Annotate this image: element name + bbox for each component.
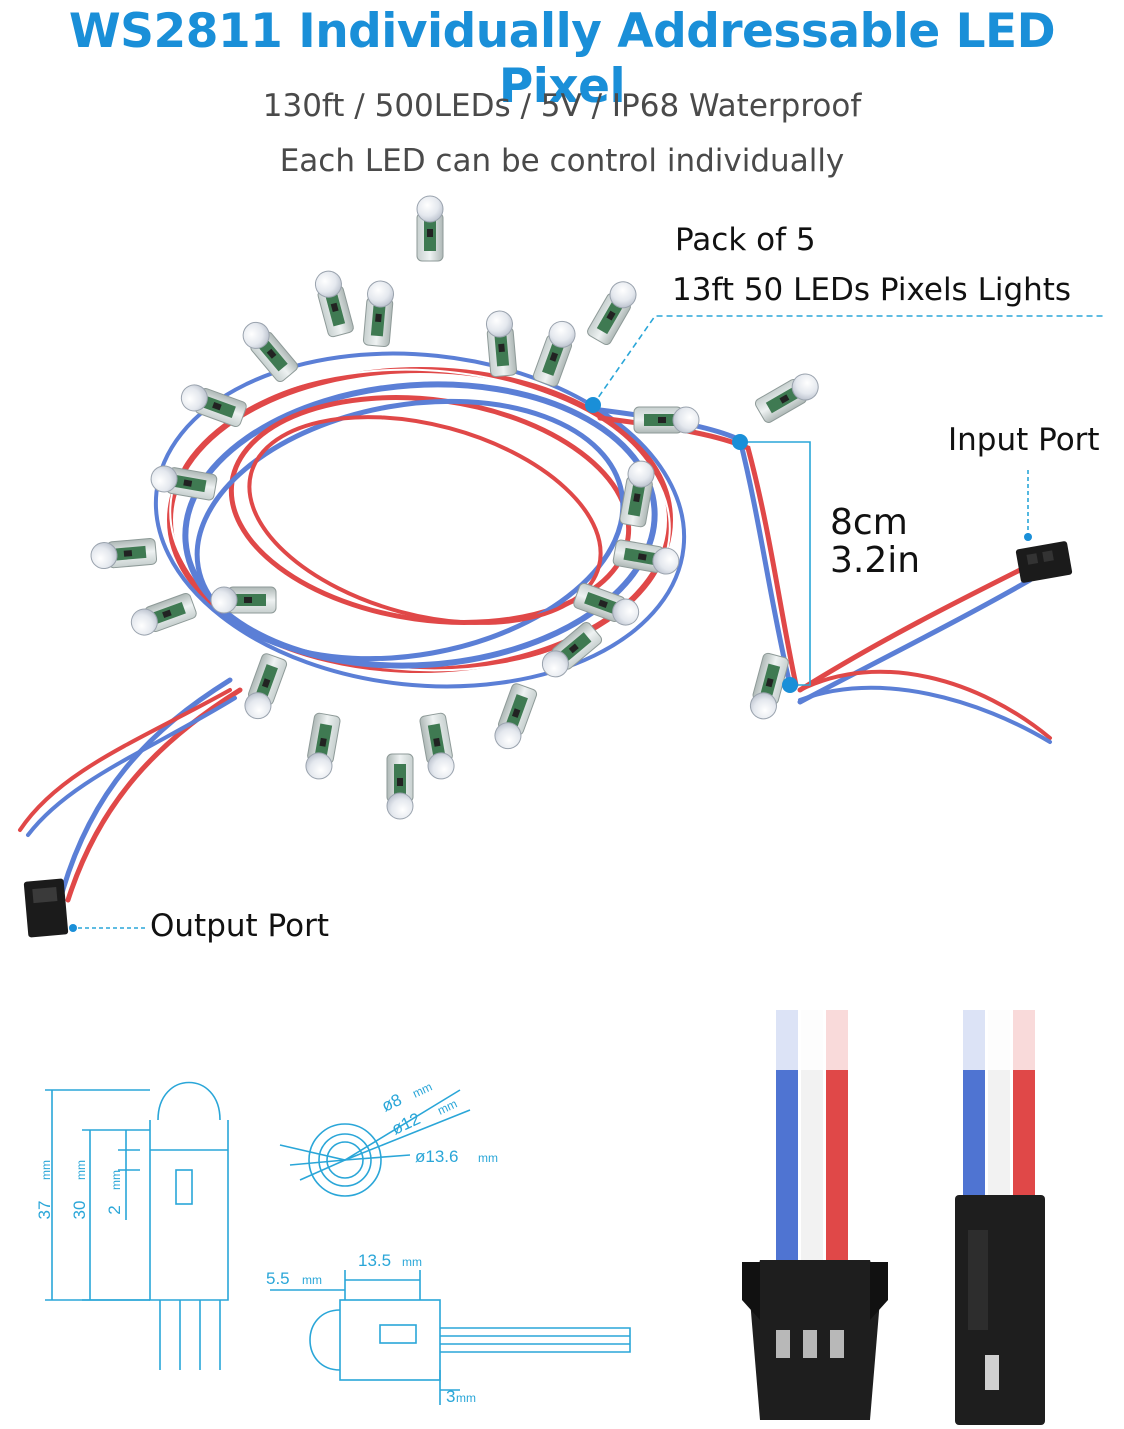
spec-line: 130ft / 500LEDs / 5V / IP68 Waterproof bbox=[262, 88, 862, 124]
dim-unit-7: mm bbox=[402, 1255, 422, 1269]
page-title: WS2811 Individually Addressable LED Pixe… bbox=[68, 4, 1056, 114]
male-connector-closeup bbox=[742, 1010, 888, 1420]
strand-label: 13ft 50 LEDs Pixels Lights bbox=[672, 272, 1072, 308]
pack-label: Pack of 5 bbox=[675, 222, 816, 258]
dim-height-total: 37 bbox=[35, 1201, 54, 1220]
dim-unit-5: mm bbox=[435, 1097, 459, 1118]
dim-dia-inner: ø8 bbox=[379, 1090, 405, 1116]
spacing-cm-label: 8cm bbox=[830, 502, 908, 543]
dim-unit-3: mm bbox=[109, 1170, 123, 1190]
dim-dia-mid: ø12 bbox=[389, 1109, 424, 1139]
top-view-drawing bbox=[279, 1089, 471, 1197]
spacing-in-label: 3.2in bbox=[830, 540, 921, 581]
dim-unit-8: mm bbox=[302, 1273, 322, 1287]
dim-dia-outer: ø13.6 bbox=[415, 1147, 458, 1166]
input-port-label: Input Port bbox=[948, 422, 1100, 458]
feature-line: Each LED can be control individually bbox=[279, 143, 845, 179]
lateral-view-drawing bbox=[270, 1270, 631, 1405]
female-connector-closeup bbox=[955, 1010, 1045, 1425]
dim-unit-4: mm bbox=[410, 1080, 434, 1101]
dim-unit-1: mm bbox=[39, 1160, 53, 1180]
output-connector bbox=[23, 878, 69, 938]
dim-pin-gap: 3 bbox=[446, 1387, 455, 1406]
output-port-label: Output Port bbox=[150, 908, 329, 944]
dim-unit-9: mm bbox=[456, 1391, 476, 1405]
side-view-drawing bbox=[45, 1081, 229, 1370]
dim-height-gap: 2 bbox=[105, 1205, 124, 1214]
dim-len-cap: 5.5 bbox=[266, 1269, 290, 1288]
input-connector bbox=[1015, 541, 1073, 583]
dim-unit-2: mm bbox=[74, 1160, 88, 1180]
dim-len-body: 13.5 bbox=[358, 1251, 391, 1270]
dim-unit-6: mm bbox=[478, 1151, 498, 1165]
dim-height-body: 30 bbox=[70, 1201, 89, 1220]
